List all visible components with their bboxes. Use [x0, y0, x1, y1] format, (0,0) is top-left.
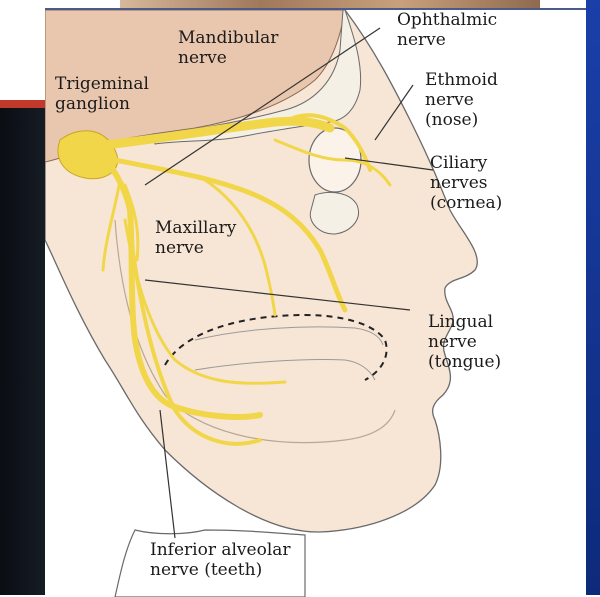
label-maxillary-nerve: Maxillary nerve	[155, 218, 236, 258]
background-red-stripe	[0, 100, 45, 108]
label-trigeminal-ganglion: Trigeminal ganglion	[55, 74, 149, 114]
background-dark-panel	[0, 100, 45, 595]
label-mandibular-nerve: Mandibular nerve	[178, 28, 278, 68]
label-ophthalmic-nerve: Ophthalmic nerve	[397, 10, 497, 50]
label-lingual-nerve: Lingual nerve (tongue)	[428, 312, 501, 372]
label-ethmoid-nerve: Ethmoid nerve (nose)	[425, 70, 498, 130]
background-blue-edge	[586, 0, 600, 595]
trigeminal-nerve-diagram: Mandibular nerve Trigeminal ganglion Oph…	[45, 8, 586, 597]
label-inferior-alveolar-nerve: Inferior alveolar nerve (teeth)	[150, 540, 291, 580]
label-ciliary-nerves: Ciliary nerves (cornea)	[430, 153, 502, 213]
